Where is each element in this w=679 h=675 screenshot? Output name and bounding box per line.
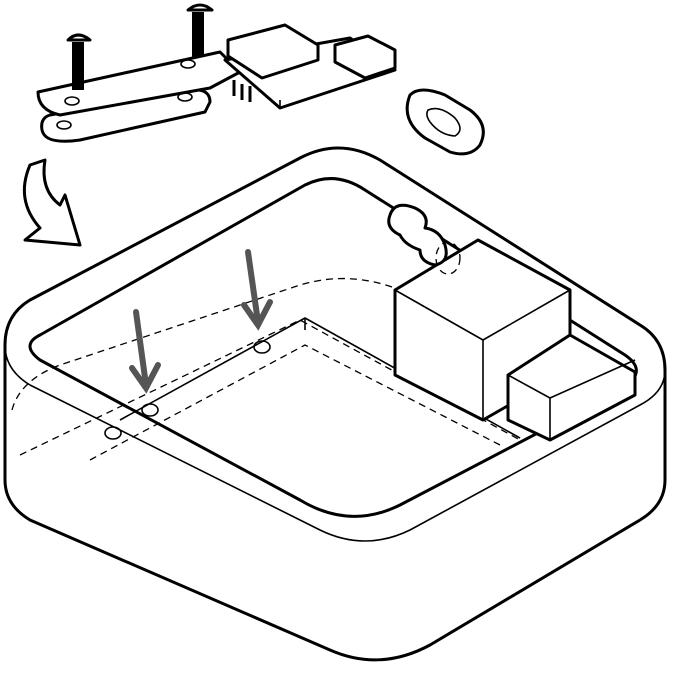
enclosure-front-edge bbox=[4, 344, 666, 542]
straight-arrow-down-icon bbox=[129, 309, 161, 394]
cable-clip-mounted bbox=[387, 203, 448, 267]
screw-hole bbox=[253, 340, 271, 354]
mounting-bracket-lower bbox=[40, 88, 212, 143]
bracket-hole bbox=[64, 96, 80, 106]
cable-clip bbox=[405, 88, 485, 156]
straight-arrow-down-icon bbox=[241, 249, 273, 331]
screw-hole bbox=[104, 426, 122, 440]
bracket-hole bbox=[56, 120, 72, 130]
header-pins bbox=[232, 80, 252, 102]
inner-wall-dashed bbox=[89, 344, 501, 461]
usb-port bbox=[333, 34, 397, 80]
bracket-hole bbox=[180, 59, 196, 69]
sensor-module bbox=[226, 23, 320, 80]
cable-clip-slot bbox=[426, 107, 461, 137]
curved-arrow-down-icon bbox=[22, 158, 82, 247]
screw bbox=[186, 3, 214, 57]
small-block bbox=[506, 333, 637, 442]
clip-mount-dashed bbox=[435, 241, 461, 275]
small-block-edges bbox=[507, 359, 636, 440]
bracket-hole bbox=[177, 92, 193, 102]
screw bbox=[66, 33, 92, 90]
enclosure-rim-inner bbox=[28, 177, 638, 518]
screw-hole bbox=[141, 403, 159, 417]
battery-block-edges bbox=[394, 289, 571, 420]
